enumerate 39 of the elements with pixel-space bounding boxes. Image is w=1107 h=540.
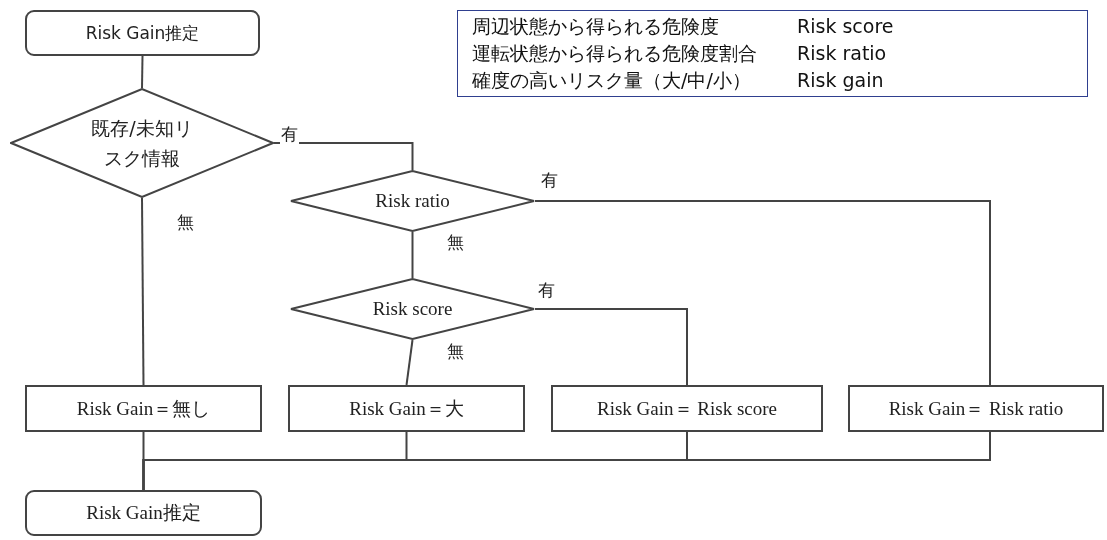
connector-line — [141, 55, 144, 89]
edge-label: 無 — [446, 341, 465, 361]
decision-text: Risk score — [372, 298, 453, 320]
box-text: Risk Gain＝大 — [349, 396, 464, 421]
process-box — [288, 385, 525, 432]
legend-term: 確度の高いリスク量（大/中/小） — [472, 68, 752, 93]
terminal-box — [25, 490, 262, 536]
legend-box — [457, 10, 1088, 97]
legend-symbol: Risk ratio — [797, 41, 888, 66]
edge-label: 無 — [446, 232, 465, 252]
edge-label: 無 — [176, 212, 195, 232]
process-box — [25, 385, 262, 432]
terminal-box — [25, 10, 260, 56]
box-text: Risk Gain＝無し — [76, 396, 211, 421]
edge-label: 有 — [540, 170, 559, 190]
decision-diamond — [290, 278, 535, 340]
legend-term: 周辺状態から得られる危険度 — [472, 14, 720, 39]
decision-diamond — [10, 88, 274, 198]
connector-line — [273, 142, 414, 171]
legend-term: 運転状態から得られる危険度割合 — [472, 41, 757, 66]
connector-line — [142, 431, 991, 491]
edge-label: 有 — [537, 280, 556, 300]
box-text: Risk Gain推定 — [85, 21, 200, 45]
edge-label: 有 — [280, 124, 299, 144]
connector-line — [411, 231, 414, 279]
legend-symbol: Risk score — [797, 14, 894, 39]
connector-line — [405, 339, 414, 386]
decision-diamond — [290, 170, 535, 232]
process-box — [848, 385, 1104, 432]
process-box — [551, 385, 823, 432]
connector-line — [141, 197, 145, 386]
decision-text: 既存/未知リスク情報 — [90, 116, 194, 171]
connector-line — [534, 200, 991, 386]
box-text: Risk Gain推定 — [86, 501, 201, 525]
legend-symbol: Risk gain — [797, 68, 885, 93]
box-text: Risk Gain＝ Risk score — [597, 396, 777, 421]
decision-text: Risk ratio — [375, 190, 450, 212]
box-text: Risk Gain＝ Risk ratio — [888, 396, 1064, 421]
connector-line — [534, 308, 688, 386]
